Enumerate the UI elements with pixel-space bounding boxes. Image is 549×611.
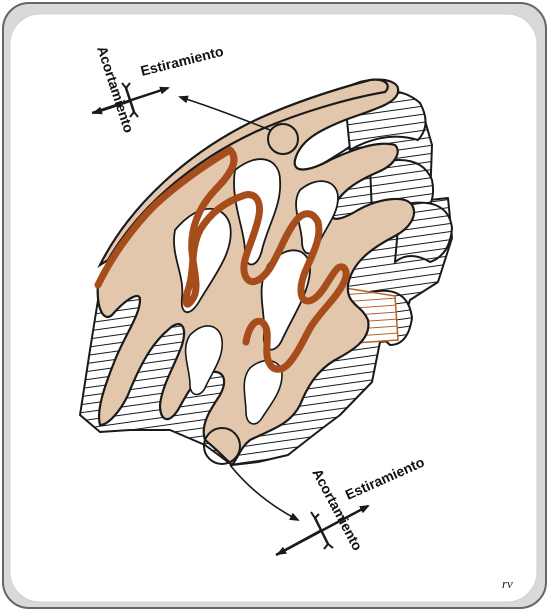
signature: rv [502, 576, 513, 591]
